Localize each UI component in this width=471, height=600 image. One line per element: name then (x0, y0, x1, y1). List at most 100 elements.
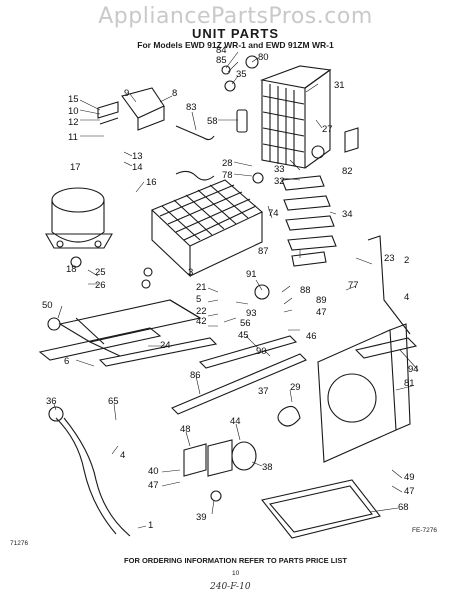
figure-code-left: 71276 (10, 540, 29, 547)
callout-29: 29 (290, 382, 301, 393)
callout-68: 68 (398, 502, 409, 513)
callout-37: 37 (258, 386, 269, 397)
callout-27: 27 (322, 124, 333, 135)
callout-31: 31 (334, 80, 345, 91)
motor-bracket (183, 443, 207, 477)
cover-94 (354, 337, 418, 359)
callout-22: 22 (196, 306, 207, 317)
callout-40: 40 (148, 466, 159, 477)
callout-2: 2 (404, 255, 409, 266)
callout-42: 42 (196, 316, 207, 327)
callout-89: 89 (316, 295, 327, 306)
handwritten-note: 240-F-10 (210, 582, 251, 592)
callout-25: 25 (95, 267, 106, 278)
callout-86: 86 (190, 370, 201, 381)
callout-74: 74 (268, 208, 279, 219)
callout-83: 83 (186, 102, 197, 113)
callout-77: 77 (348, 280, 359, 291)
callout-50: 50 (42, 300, 53, 311)
callout-47-lower-left: 47 (148, 480, 159, 491)
callout-12: 12 (68, 117, 79, 128)
callout-45: 45 (238, 330, 249, 341)
callout-4-upper: 4 (404, 292, 409, 303)
callout-88: 88 (300, 285, 311, 296)
callout-32: 32 (274, 176, 285, 187)
callout-94: 94 (408, 364, 419, 375)
callout-8: 8 (172, 88, 177, 99)
filter-drier (236, 109, 248, 133)
harness-connector (48, 406, 64, 422)
callout-33: 33 (274, 164, 285, 175)
watermark: AppliancePartsPros.com (98, 4, 373, 29)
callout-93: 93 (246, 308, 257, 319)
relay-bracket (121, 87, 165, 131)
rail-86 (171, 353, 307, 415)
callout-81: 81 (404, 378, 415, 389)
relay-parts (97, 101, 119, 125)
ordering-note: FOR ORDERING INFORMATION REFER TO PARTS … (124, 556, 347, 565)
fan-shroud (317, 323, 411, 463)
callout-6: 6 (64, 356, 69, 367)
callout-85: 85 (216, 55, 227, 66)
diagram-title: UNIT PARTS (191, 26, 280, 41)
callout-3: 3 (188, 267, 193, 278)
wire-harness (55, 417, 131, 537)
callout-47-lower-right: 47 (404, 486, 415, 497)
callout-91: 91 (246, 269, 257, 280)
condenser-coil (259, 65, 332, 169)
callout-87: 87 (258, 246, 269, 257)
callout-10: 10 (68, 106, 79, 117)
figure-code-right: FE-7276 (412, 527, 437, 534)
callout-84: 84 (216, 45, 227, 56)
capillary-tube (175, 125, 215, 141)
base-frame (38, 299, 218, 367)
page-number: 10 (232, 570, 240, 577)
callout-46: 46 (306, 331, 317, 342)
fan-motor (207, 439, 257, 477)
callout-23: 23 (384, 253, 395, 264)
callout-labels: 84 85 80 35 31 9 8 15 10 12 11 83 58 27 … (42, 45, 419, 531)
fan-blade (277, 405, 301, 427)
callout-34: 34 (342, 209, 353, 220)
callout-16: 16 (146, 177, 157, 188)
evaporator-coil (151, 170, 263, 278)
diagram-subtitle: For Models EWD 91Z WR-1 and EWD 91ZM WR-… (137, 40, 334, 50)
heater-element (281, 175, 337, 267)
callout-11: 11 (68, 132, 78, 143)
callout-90: 90 (256, 346, 267, 357)
leader-lines (53, 51, 419, 529)
callout-48: 48 (180, 424, 191, 435)
callout-14: 14 (132, 162, 143, 173)
callout-28: 28 (222, 158, 233, 169)
callout-49: 49 (404, 472, 415, 483)
callout-26: 26 (95, 280, 106, 291)
callout-18: 18 (66, 264, 77, 275)
callout-65: 65 (108, 396, 119, 407)
callout-56: 56 (240, 318, 251, 329)
callout-80: 80 (258, 52, 269, 63)
callout-78: 78 (222, 170, 233, 181)
rail-45 (198, 335, 298, 369)
bracket-2 (367, 235, 411, 335)
callout-17: 17 (70, 162, 81, 173)
callout-58: 58 (207, 116, 218, 127)
callout-5: 5 (196, 294, 201, 305)
callout-82: 82 (342, 166, 353, 177)
callout-44: 44 (230, 416, 241, 427)
pad (344, 127, 359, 153)
callout-1: 1 (148, 520, 153, 531)
callout-4-lower: 4 (120, 450, 125, 461)
compressor (45, 187, 113, 249)
callout-13: 13 (132, 151, 143, 162)
callout-47-upper: 47 (316, 307, 327, 318)
callout-39: 39 (196, 512, 207, 523)
callout-9: 9 (124, 88, 129, 99)
callout-24: 24 (160, 340, 171, 351)
callout-15: 15 (68, 94, 79, 105)
callout-36: 36 (46, 396, 57, 407)
drain-pan (261, 479, 381, 539)
callout-38: 38 (262, 462, 273, 473)
callout-35: 35 (236, 69, 247, 80)
callout-21: 21 (196, 282, 207, 293)
